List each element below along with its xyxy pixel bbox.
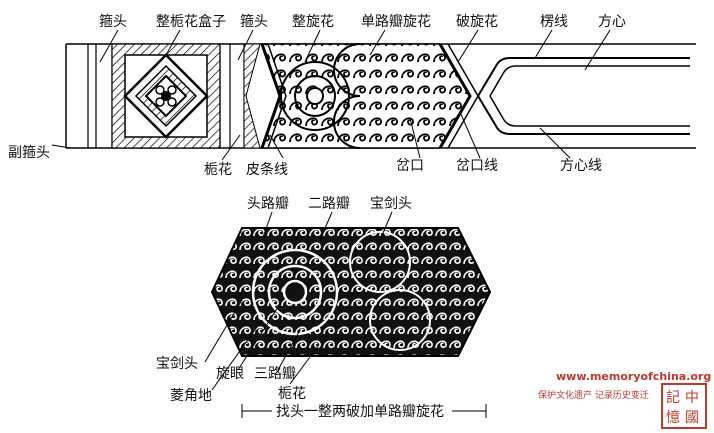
detail-leaders [204, 211, 393, 391]
label-chakou-xian: 岔口线 [456, 158, 498, 174]
caption-dimension [241, 404, 487, 418]
label-fangxin: 方心 [598, 14, 626, 30]
label-lingjiao-di: 菱角地 [170, 388, 212, 404]
diagram-caption: 找头一整两破加单路瓣旋花 [276, 404, 444, 420]
label-fangxin-xian: 方心线 [560, 158, 602, 174]
detail-panel [210, 227, 492, 357]
label-erlu-ban: 二路瓣 [308, 196, 350, 212]
label-xuanyan: 旋眼 [216, 366, 244, 382]
label-zheng-xuanhua: 整旋花 [292, 14, 334, 30]
label-fu-gutou: 副箍头 [8, 144, 50, 161]
svg-text:憶: 憶 [666, 410, 680, 426]
label-gutou: 箍头 [99, 13, 127, 30]
watermark-seal: 記 中 憶 國 [661, 383, 707, 429]
label-zheng-zhihua-hezi: 整栀花盒子 [156, 13, 226, 30]
label-baojian-tou-left: 宝剑头 [156, 356, 198, 372]
label-toulu-ban: 头路瓣 [247, 196, 289, 212]
label-po-xuanhua: 破旋花 [456, 14, 498, 30]
label-danlu-ban-xuanhua: 单路瓣旋花 [361, 14, 431, 30]
zhihua-box [111, 43, 221, 149]
label-baojian-tou-top: 宝剑头 [370, 196, 412, 212]
label-gutou-2: 箍头 [240, 13, 268, 30]
svg-text:中: 中 [685, 390, 699, 406]
watermark-url: www.memoryofchina.org [556, 370, 711, 383]
label-zhihua-detail: 栀花 [278, 386, 306, 402]
gutou-band [219, 43, 261, 149]
label-chakou: 岔口 [396, 158, 424, 174]
whirl-flower-band [260, 43, 479, 149]
svg-text:國: 國 [685, 410, 699, 426]
watermark-slogan: 保护文化遗产 记录历史变迁 [538, 389, 649, 401]
label-pitiao-xian: 皮条线 [246, 161, 288, 178]
fangxin-panel [477, 57, 690, 135]
label-zhihua-top: 栀花 [204, 162, 232, 178]
top-leaders [51, 29, 611, 161]
label-lengxian: 楞线 [540, 14, 568, 30]
svg-text:記: 記 [666, 389, 680, 406]
label-sanlu-ban: 三路瓣 [254, 366, 296, 382]
